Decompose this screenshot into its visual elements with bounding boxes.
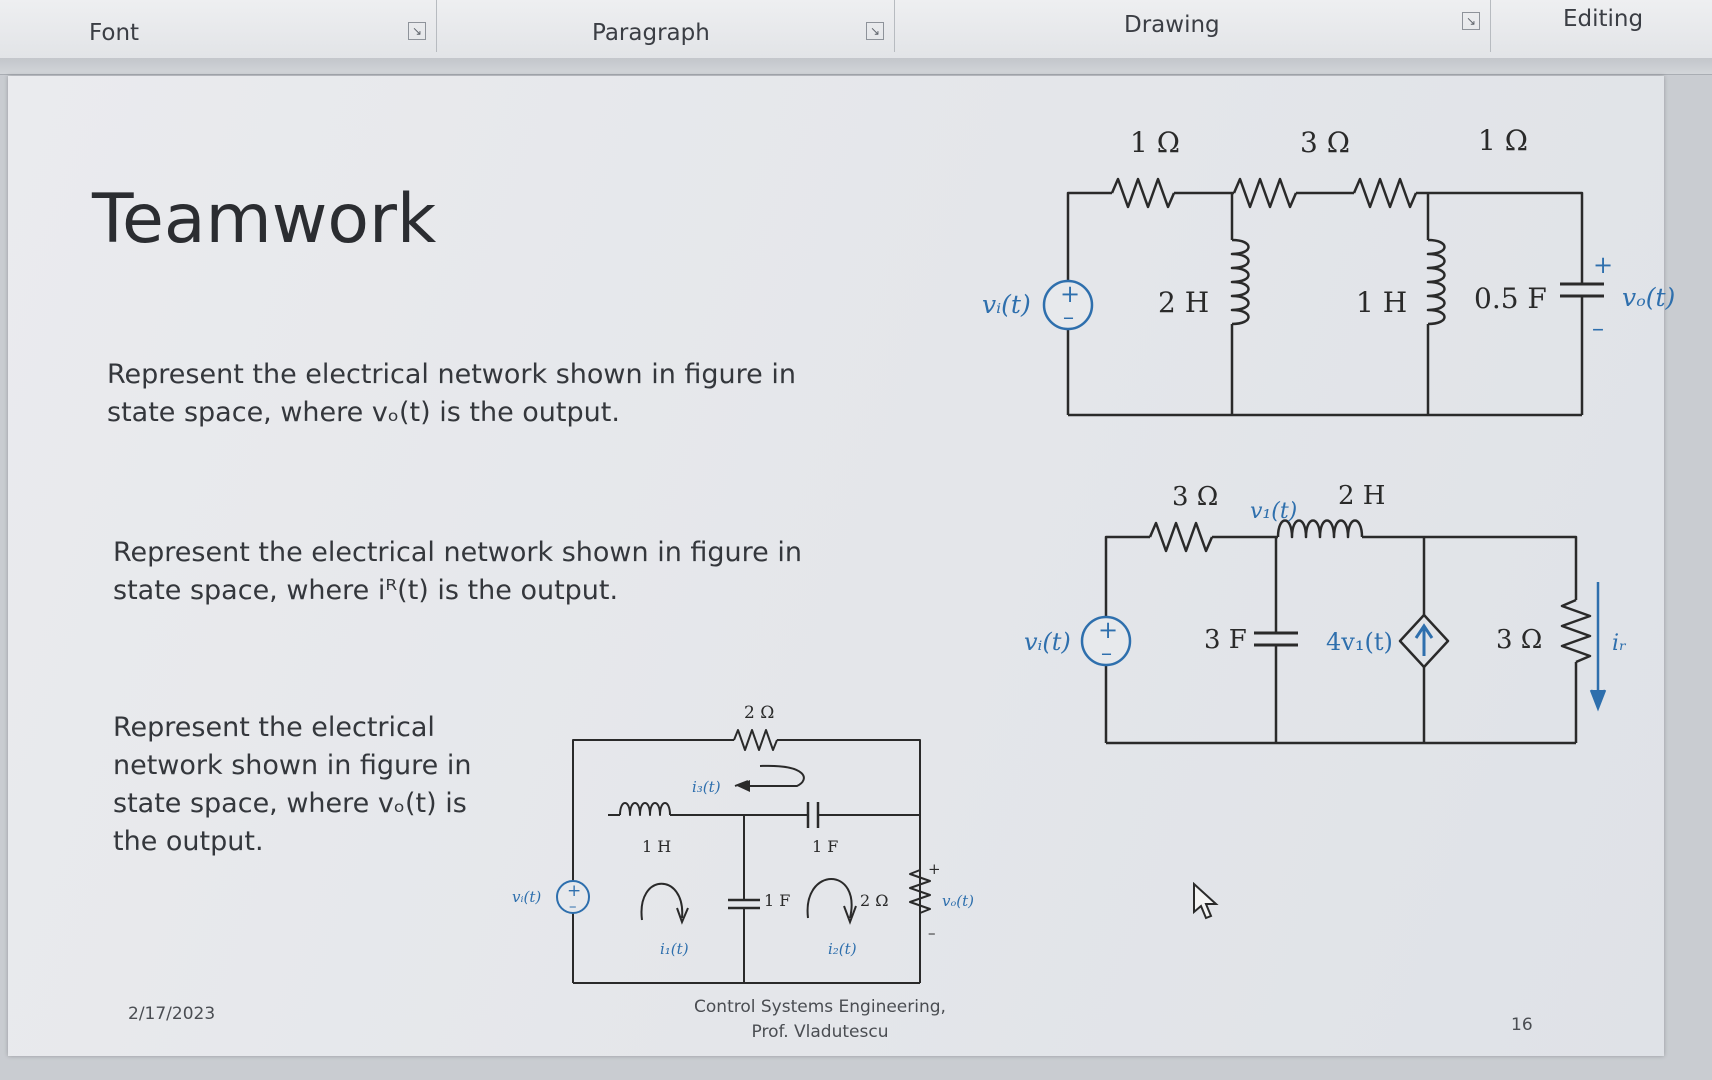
c1-label-vi: vᵢ(t) (982, 290, 1031, 319)
circuit-2 (1104, 519, 1592, 745)
footer-course-name: Control Systems Engineering, (694, 997, 946, 1017)
svg-text:–: – (569, 897, 577, 915)
problem-3-line-2: network shown in figure in (113, 750, 472, 781)
problem-2-text[interactable]: Represent the electrical network shown i… (113, 534, 802, 610)
footer-instructor: Prof. Vladutescu (751, 1022, 889, 1042)
problem-2-line-1: Represent the electrical network shown i… (113, 537, 802, 568)
mesh-current-i3-arrowhead-icon (737, 780, 750, 792)
c3-label-c-mid: 1 F (764, 891, 790, 910)
footer-course: Control Systems Engineering, Prof. Vladu… (680, 995, 960, 1045)
c2-label-dep: 4v₁(t) (1326, 628, 1393, 656)
svg-text:+: + (1098, 616, 1118, 644)
problem-2-line-2: state space, where iᴿ(t) is the output. (113, 575, 619, 606)
c2-label-c1: 3 F (1204, 625, 1247, 655)
problem-3-text[interactable]: Represent the electrical network shown i… (113, 709, 471, 861)
c1-label-minus: – (1592, 314, 1604, 342)
svg-text:+: + (567, 881, 581, 901)
c1-label-r2: 3 Ω (1300, 126, 1350, 159)
slide-canvas[interactable] (8, 76, 1664, 1056)
circuit-3 (572, 729, 931, 984)
mesh-current-i2-arrow-icon (806, 878, 857, 925)
c3-label-plus: + (928, 860, 941, 878)
ribbon-group-paragraph: Paragraph (592, 20, 710, 46)
dependent-source-arrow-icon (1414, 623, 1434, 656)
ribbon-separator (1490, 0, 1491, 52)
ribbon: Font ↘ Paragraph ↘ Drawing ↘ Editing (0, 0, 1712, 59)
c1-label-r3: 1 Ω (1478, 124, 1528, 157)
c2-label-r1: 3 Ω (1172, 482, 1218, 512)
c3-label-r-mid: 2 Ω (860, 891, 889, 910)
problem-1-line-2: state space, where vₒ(t) is the output. (107, 397, 620, 428)
problem-1-text[interactable]: Represent the electrical network shown i… (107, 356, 796, 432)
c2-label-vi: vᵢ(t) (1024, 628, 1071, 656)
ribbon-group-drawing: Drawing (1124, 12, 1220, 38)
c3-label-i3: i₃(t) (692, 778, 721, 796)
c3-label-i1: i₁(t) (660, 940, 689, 958)
mesh-current-i3-arrow-icon (734, 764, 805, 787)
mesh-current-i1-arrow-icon (640, 882, 689, 925)
problem-1-line-1: Represent the electrical network shown i… (107, 359, 796, 390)
drawing-dialog-launcher-icon[interactable]: ↘ (1462, 12, 1480, 30)
c1-label-l1: 2 H (1158, 286, 1209, 319)
c1-label-r1: 1 Ω (1130, 126, 1180, 159)
c1-label-c1: 0.5 F (1474, 282, 1547, 315)
c1-label-plus: + (1593, 251, 1613, 279)
svg-text:–: – (1063, 305, 1074, 330)
c3-label-c-top: 1 F (812, 837, 838, 856)
current-ir-arrow-icon (1589, 582, 1607, 712)
c3-label-i2: i₂(t) (828, 940, 857, 958)
problem-3-line-3: state space, where vₒ(t) is (113, 788, 467, 819)
mouse-pointer-icon (1193, 882, 1219, 920)
c3-label-r-top: 2 Ω (744, 703, 774, 723)
c2-label-ir: iᵣ (1612, 631, 1627, 656)
circuit-3-voltage-source: + – (556, 880, 590, 915)
circuit-2-voltage-source: + – (1080, 615, 1132, 667)
footer-date: 2/17/2023 (128, 1004, 216, 1024)
c1-label-vo: vₒ(t) (1622, 283, 1675, 312)
svg-text:–: – (1101, 641, 1112, 666)
ribbon-separator (894, 0, 895, 52)
ribbon-collapsed-strip (0, 58, 1712, 75)
problem-3-line-4: the output. (113, 826, 264, 857)
ribbon-group-editing: Editing (1563, 6, 1644, 32)
c2-label-v1: v₁(t) (1250, 499, 1297, 524)
c3-label-vi: vᵢ(t) (512, 888, 541, 906)
c1-label-l2: 1 H (1356, 286, 1407, 319)
c2-label-l1: 2 H (1338, 481, 1385, 511)
ribbon-group-font: Font (89, 20, 140, 46)
ribbon-separator (436, 0, 437, 52)
circuit-1-voltage-source: + – (1042, 279, 1094, 331)
problem-3-line-1: Represent the electrical (113, 712, 435, 743)
slide-title[interactable]: Teamwork (92, 180, 437, 259)
svg-text:+: + (1060, 280, 1080, 308)
c3-label-minus: – (928, 924, 936, 942)
c2-label-r2: 3 Ω (1496, 625, 1542, 655)
c3-label-vo: vₒ(t) (942, 892, 974, 910)
paragraph-dialog-launcher-icon[interactable]: ↘ (866, 22, 884, 40)
c3-label-l1: 1 H (642, 837, 671, 856)
footer-page-number: 16 (1511, 1015, 1533, 1035)
circuit-1 (1066, 177, 1604, 417)
font-dialog-launcher-icon[interactable]: ↘ (408, 22, 426, 40)
